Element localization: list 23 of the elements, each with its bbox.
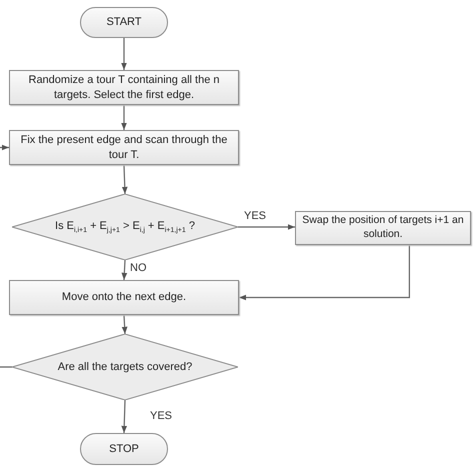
process-box [9, 70, 239, 105]
arrow [122, 164, 128, 194]
step-text: Swap the position of targets i+1 an solution. [302, 214, 464, 242]
terminal-box [80, 7, 168, 38]
step-text: START [106, 15, 142, 30]
terminal-box [80, 433, 168, 465]
arrow [0, 144, 12, 368]
step-text: STOP [109, 442, 139, 456]
arrow [122, 314, 128, 334]
arrow [239, 245, 410, 300]
step-text: Fix the present edge and scan through the tour T. [20, 133, 228, 162]
step-text: Randomize a tour T containing all the n targets. Select the first edge. [28, 73, 220, 102]
process-box [9, 130, 239, 165]
step-text: Move onto the next edge. [62, 290, 186, 305]
process-box [9, 280, 239, 315]
arrow [121, 105, 127, 130]
arrow [121, 260, 128, 280]
decision-text: Are all the targets covered? [58, 360, 192, 374]
arrow [121, 400, 128, 434]
process-box [295, 211, 471, 245]
arrow [238, 224, 295, 230]
decision-text: Is E$_{i,i+1}$ + E$_{j,j+1}$ > E$_{i,j}$ + E$_{i+1,j+1}$ ? [55, 218, 195, 236]
arrow [121, 38, 127, 70]
